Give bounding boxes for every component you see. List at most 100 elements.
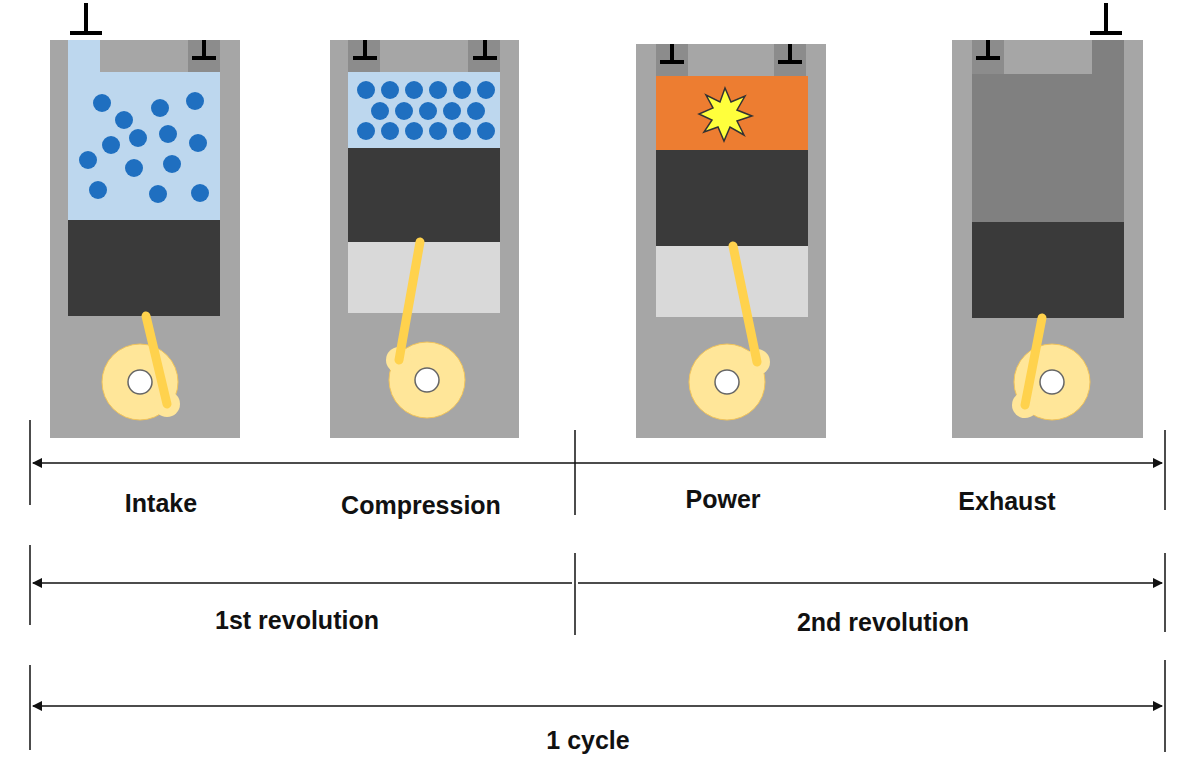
- compression-cylinder-part: [330, 40, 519, 438]
- intake-cylinder-part-part: [159, 125, 177, 143]
- intake-cylinder: [50, 3, 240, 438]
- exhaust-cylinder-part: [1090, 31, 1122, 35]
- intake-cylinder-part: [68, 220, 220, 316]
- compression-cylinder-part-part: [381, 122, 399, 140]
- compression-cylinder-part-part: [357, 81, 375, 99]
- stroke-brackets-part: [33, 462, 1162, 464]
- compression-cylinder-part: [348, 242, 500, 313]
- compression-cylinder-part-part: [477, 81, 495, 99]
- exhaust-cylinder-part: [952, 40, 1143, 438]
- stroke-brackets-part: [574, 553, 576, 635]
- power-cylinder-part: [774, 44, 806, 76]
- power-cylinder: [636, 44, 826, 438]
- compression-cylinder-part-part: [371, 102, 389, 120]
- cycle-label: 1 cycle: [546, 726, 629, 755]
- revolution-label: 2nd revolution: [797, 608, 969, 637]
- power-cylinder-part: [670, 44, 674, 62]
- stroke-brackets-part: [578, 582, 1162, 584]
- compression-cylinder-part: [348, 40, 380, 72]
- stroke-brackets-part: [33, 705, 1162, 707]
- intake-cylinder-part-part: [163, 155, 181, 173]
- intake-cylinder-part-part: [125, 159, 143, 177]
- ignition-spark: [699, 88, 752, 141]
- compression-cylinder-part: [348, 148, 500, 242]
- power-cylinder-part: [656, 76, 808, 150]
- exhaust-cylinder-part: [1104, 3, 1108, 33]
- compression-cylinder: [330, 40, 519, 438]
- crankshafts-part-part: [715, 370, 739, 394]
- power-cylinder-part: [656, 44, 688, 76]
- exhaust-cylinder-part: [1092, 40, 1124, 76]
- compression-cylinder-part: [363, 40, 367, 58]
- crankshafts-part-part: [399, 242, 420, 360]
- power-cylinder-part: [788, 44, 792, 62]
- exhaust-cylinder-part: [986, 40, 990, 58]
- compression-cylinder-part-part: [419, 102, 437, 120]
- compression-cylinder-part: [348, 72, 500, 148]
- intake-cylinder-part: [84, 3, 88, 33]
- compression-cylinder-part-part: [381, 81, 399, 99]
- exhaust-cylinder-part: [972, 222, 1124, 318]
- power-cylinder-part: [778, 60, 802, 64]
- crankshafts-part-part: [733, 246, 757, 362]
- compression-cylinder-part-part: [429, 122, 447, 140]
- intake-cylinder-part: [68, 72, 220, 220]
- compression-cylinder-part-part: [395, 102, 413, 120]
- compression-cylinder-part: [468, 40, 500, 72]
- exhaust-cylinder-part: [972, 40, 1004, 74]
- crankshafts: [102, 242, 1090, 420]
- compression-cylinder-part-part: [443, 102, 461, 120]
- exhaust-cylinder-part: [976, 56, 1000, 60]
- crankshafts-part-part: [1040, 370, 1064, 394]
- compression-cylinder-part-part: [405, 81, 423, 99]
- crankshafts-part: [1012, 318, 1090, 420]
- intake-cylinder-part-part: [151, 99, 169, 117]
- exhaust-cylinder: [952, 3, 1143, 438]
- intake-cylinder-part: [202, 40, 206, 58]
- crankshafts-part-part: [415, 368, 439, 392]
- power-cylinder-part: [660, 60, 684, 64]
- compression-cylinder-part: [353, 56, 377, 60]
- intake-cylinder-part-part: [93, 94, 111, 112]
- stroke-label: Compression: [341, 491, 501, 520]
- compression-cylinder-part: [483, 40, 487, 58]
- stroke-brackets-part: [33, 582, 572, 584]
- compression-cylinder-part-part: [405, 122, 423, 140]
- stroke-label: Power: [685, 485, 760, 514]
- stroke-brackets-part: [574, 430, 576, 515]
- crankshafts-part: [689, 246, 770, 420]
- exhaust-cylinder-part: [972, 74, 1124, 222]
- revolution-label: 1st revolution: [215, 606, 379, 635]
- intake-cylinder-part: [68, 40, 100, 74]
- stroke-label: Exhaust: [958, 487, 1055, 516]
- intake-cylinder-part: [50, 40, 240, 438]
- stroke-brackets-part: [1164, 553, 1166, 632]
- crankshafts-part: [102, 316, 180, 420]
- intake-cylinder-part-part: [186, 92, 204, 110]
- intake-cylinder-part-part: [191, 184, 209, 202]
- stroke-label: Intake: [125, 489, 197, 518]
- crankshafts-part: [386, 242, 465, 418]
- power-cylinder-part: [656, 150, 808, 246]
- compression-cylinder-part-part: [453, 122, 471, 140]
- intake-cylinder-part: [188, 40, 220, 72]
- intake-cylinder-part-part: [79, 151, 97, 169]
- compression-cylinder-part-part: [477, 122, 495, 140]
- stroke-brackets-part: [29, 420, 31, 505]
- compression-cylinder-part: [473, 56, 497, 60]
- crankshafts-part-part: [1025, 318, 1042, 405]
- stroke-brackets-part: [1164, 430, 1166, 510]
- intake-cylinder-part: [192, 56, 216, 60]
- intake-cylinder-part-part: [189, 134, 207, 152]
- intake-cylinder-part-part: [129, 129, 147, 147]
- intake-cylinder-part-part: [115, 111, 133, 129]
- stroke-brackets: [30, 420, 1165, 752]
- intake-cylinder-part: [70, 31, 102, 35]
- intake-cylinder-part-part: [89, 181, 107, 199]
- power-cylinder-part: [636, 44, 826, 438]
- stroke-brackets-part: [1164, 660, 1166, 752]
- intake-cylinder-part-part: [102, 136, 120, 154]
- crankshafts-part-part: [128, 370, 152, 394]
